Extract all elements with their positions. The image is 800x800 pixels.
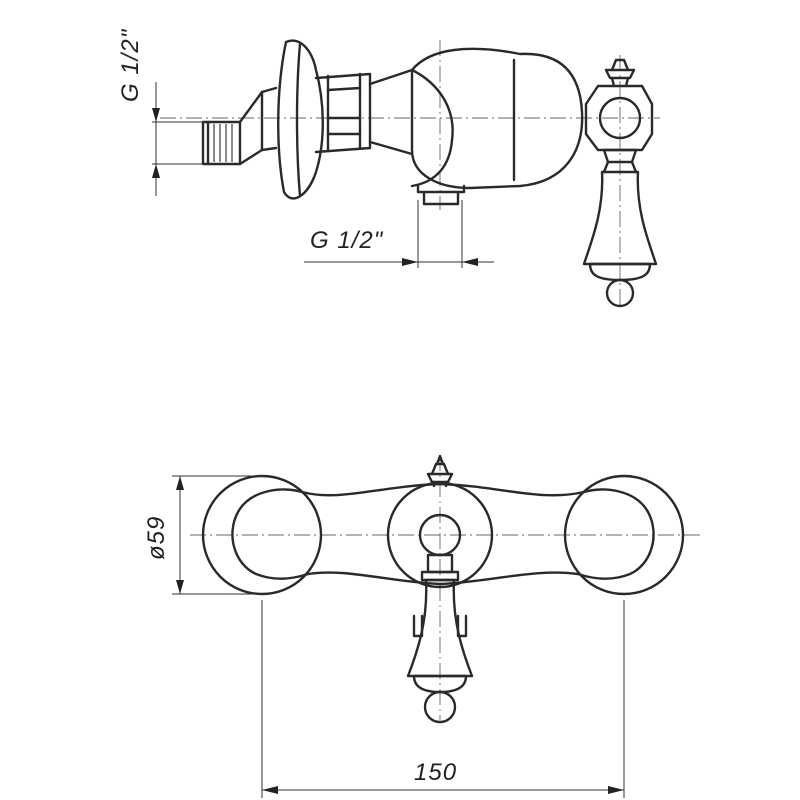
center-distance-dimension: [261, 600, 625, 798]
outlet-thread-label: G 1/2": [310, 227, 384, 254]
diameter-dimension: [172, 475, 262, 595]
handle-lever-front: [406, 553, 474, 724]
handle-side: [582, 58, 658, 308]
body-neck: [368, 68, 414, 156]
hex-connector: [314, 72, 372, 154]
top-finial: [426, 454, 454, 488]
front-view: ø59 150: [143, 454, 700, 798]
side-view: G 1/2" G 1/2": [117, 28, 660, 308]
valve-body-side: [410, 47, 584, 190]
diameter-label: ø59: [143, 516, 170, 560]
right-flange: [563, 474, 685, 596]
outlet-thread-dimension: [304, 200, 494, 268]
inlet-nipple: [201, 86, 278, 166]
valve-body-front: [300, 482, 586, 586]
bottom-outlet: [416, 184, 466, 206]
side-thread-label: G 1/2": [117, 28, 144, 102]
center-distance-label: 150: [414, 759, 457, 786]
side-thread-dimension: [152, 82, 205, 196]
wall-flange-side: [277, 39, 324, 200]
